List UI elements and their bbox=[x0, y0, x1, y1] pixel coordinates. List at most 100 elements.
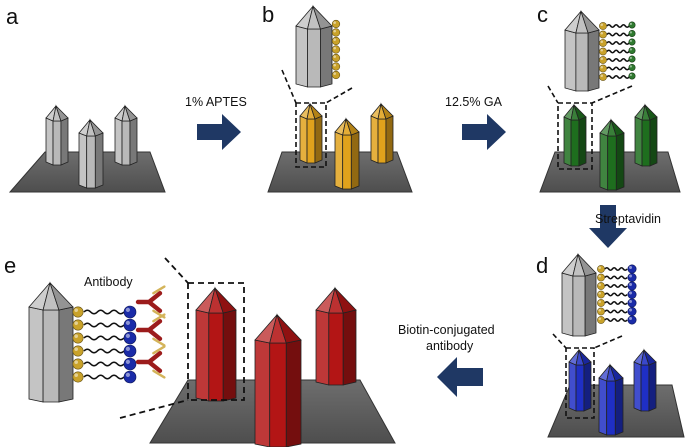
pillar-a2 bbox=[114, 104, 138, 166]
aptes-bead bbox=[597, 299, 605, 307]
aptes-bead bbox=[599, 73, 607, 81]
ga-bead bbox=[628, 72, 636, 80]
arrow-biotin-antibody: Biotin-conjugated antibody bbox=[398, 323, 495, 397]
pillar-d3 bbox=[598, 363, 624, 436]
step-label-ga: 12.5% GA bbox=[445, 95, 503, 109]
inset-pillar-d bbox=[561, 252, 637, 337]
aptes-bead bbox=[597, 316, 605, 324]
zoom-box-e bbox=[187, 282, 245, 401]
streptavidin-bead bbox=[627, 264, 637, 274]
inset-pillar-d-body bbox=[561, 252, 597, 337]
streptavidin-bead bbox=[123, 305, 137, 319]
aptes-bead bbox=[331, 70, 341, 80]
aptes-bead bbox=[599, 22, 607, 30]
pillar-a3 bbox=[78, 118, 104, 189]
panel-label-c: c bbox=[537, 2, 548, 27]
streptavidin-bead bbox=[627, 298, 637, 308]
antibody-mark bbox=[135, 313, 166, 347]
step-label-streptavidin: Streptavidin bbox=[595, 212, 661, 226]
panel-b: b bbox=[262, 2, 413, 193]
ga-bead bbox=[628, 21, 636, 29]
streptavidin-bead bbox=[627, 272, 637, 282]
arrow-streptavidin: Streptavidin bbox=[589, 205, 661, 248]
pillar-a1 bbox=[45, 104, 69, 166]
panel-c: c bbox=[537, 2, 681, 193]
streptavidin-bead bbox=[123, 344, 137, 358]
aptes-bead bbox=[72, 358, 84, 370]
aptes-bead bbox=[331, 45, 341, 54]
pillar-c3 bbox=[599, 118, 625, 191]
pillar-d1 bbox=[568, 348, 592, 412]
panel-label-b: b bbox=[262, 2, 274, 27]
inset-pillar-c-body bbox=[564, 9, 600, 92]
streptavidin-bead bbox=[123, 331, 137, 345]
aptes-bead bbox=[72, 306, 84, 318]
step-label-biotin-line1: Biotin-conjugated bbox=[398, 323, 495, 337]
panel-e: e Antibody bbox=[4, 253, 396, 447]
step-label-biotin-line2: antibody bbox=[426, 339, 474, 353]
panel-d: d bbox=[536, 252, 685, 438]
panel-label-a: a bbox=[6, 4, 19, 29]
aptes-bead bbox=[331, 28, 341, 37]
pillars-streptavidin bbox=[568, 348, 657, 436]
aptes-bead bbox=[597, 307, 605, 316]
ga-bead bbox=[628, 38, 636, 46]
aptes-bead bbox=[597, 290, 605, 299]
pillar-c1 bbox=[563, 103, 587, 167]
panel-a: a bbox=[6, 4, 166, 193]
ga-bead bbox=[628, 29, 636, 37]
panel-label-e: e bbox=[4, 253, 16, 278]
pillar-b2 bbox=[370, 102, 394, 164]
aptes-bead bbox=[599, 30, 607, 39]
aptes-bead bbox=[72, 332, 84, 344]
aptes-bead bbox=[599, 56, 607, 64]
inset-pillar-b bbox=[295, 4, 341, 88]
streptavidin-bead bbox=[627, 315, 637, 325]
aptes-bead bbox=[331, 19, 341, 29]
inset-pillar-e-body bbox=[28, 281, 74, 403]
aptes-bead bbox=[599, 39, 607, 47]
arrow-ga: 12.5% GA bbox=[445, 95, 506, 150]
streptavidin-bead bbox=[123, 318, 137, 332]
pillar-c2 bbox=[634, 103, 658, 167]
streptavidin-bead bbox=[627, 306, 637, 316]
inset-pillar-e bbox=[28, 281, 166, 403]
zoom-box-d bbox=[565, 347, 595, 419]
aptes-bead bbox=[597, 282, 605, 290]
panel-label-d: d bbox=[536, 253, 548, 278]
ga-bead bbox=[628, 46, 636, 54]
pillars-aptes bbox=[299, 102, 394, 190]
arrow-aptes: 1% APTES bbox=[185, 95, 247, 150]
pillar-e2 bbox=[315, 286, 357, 386]
aptes-bead bbox=[331, 62, 341, 71]
streptavidin-bead bbox=[123, 370, 137, 384]
aptes-bead bbox=[599, 64, 607, 73]
aptes-bead bbox=[72, 371, 84, 383]
ga-bead bbox=[628, 55, 636, 63]
inset-pillar-b-body bbox=[295, 4, 333, 88]
step-label-aptes: 1% APTES bbox=[185, 95, 247, 109]
pillar-b3 bbox=[334, 117, 360, 190]
pillar-d2 bbox=[633, 348, 657, 412]
antibody-label: Antibody bbox=[84, 275, 133, 289]
zoom-box-c bbox=[557, 102, 593, 170]
aptes-bead bbox=[72, 345, 84, 357]
streptavidin-bead bbox=[627, 281, 637, 291]
aptes-bead bbox=[599, 47, 607, 56]
pillar-e1 bbox=[195, 286, 237, 402]
antibody-mark bbox=[135, 285, 166, 319]
pillar-e3 bbox=[254, 313, 302, 447]
pillars-bare bbox=[45, 104, 138, 189]
inset-pillar-c bbox=[564, 9, 636, 92]
pillar-b1 bbox=[299, 102, 323, 164]
aptes-bead bbox=[597, 265, 605, 273]
aptes-bead bbox=[331, 36, 341, 46]
streptavidin-bead bbox=[123, 357, 137, 371]
antibody-mark bbox=[135, 345, 166, 379]
aptes-bead bbox=[331, 53, 341, 63]
zoom-box-b bbox=[295, 102, 327, 168]
ga-bead bbox=[628, 64, 636, 72]
pillars-ga bbox=[563, 103, 658, 191]
aptes-bead bbox=[597, 273, 605, 282]
